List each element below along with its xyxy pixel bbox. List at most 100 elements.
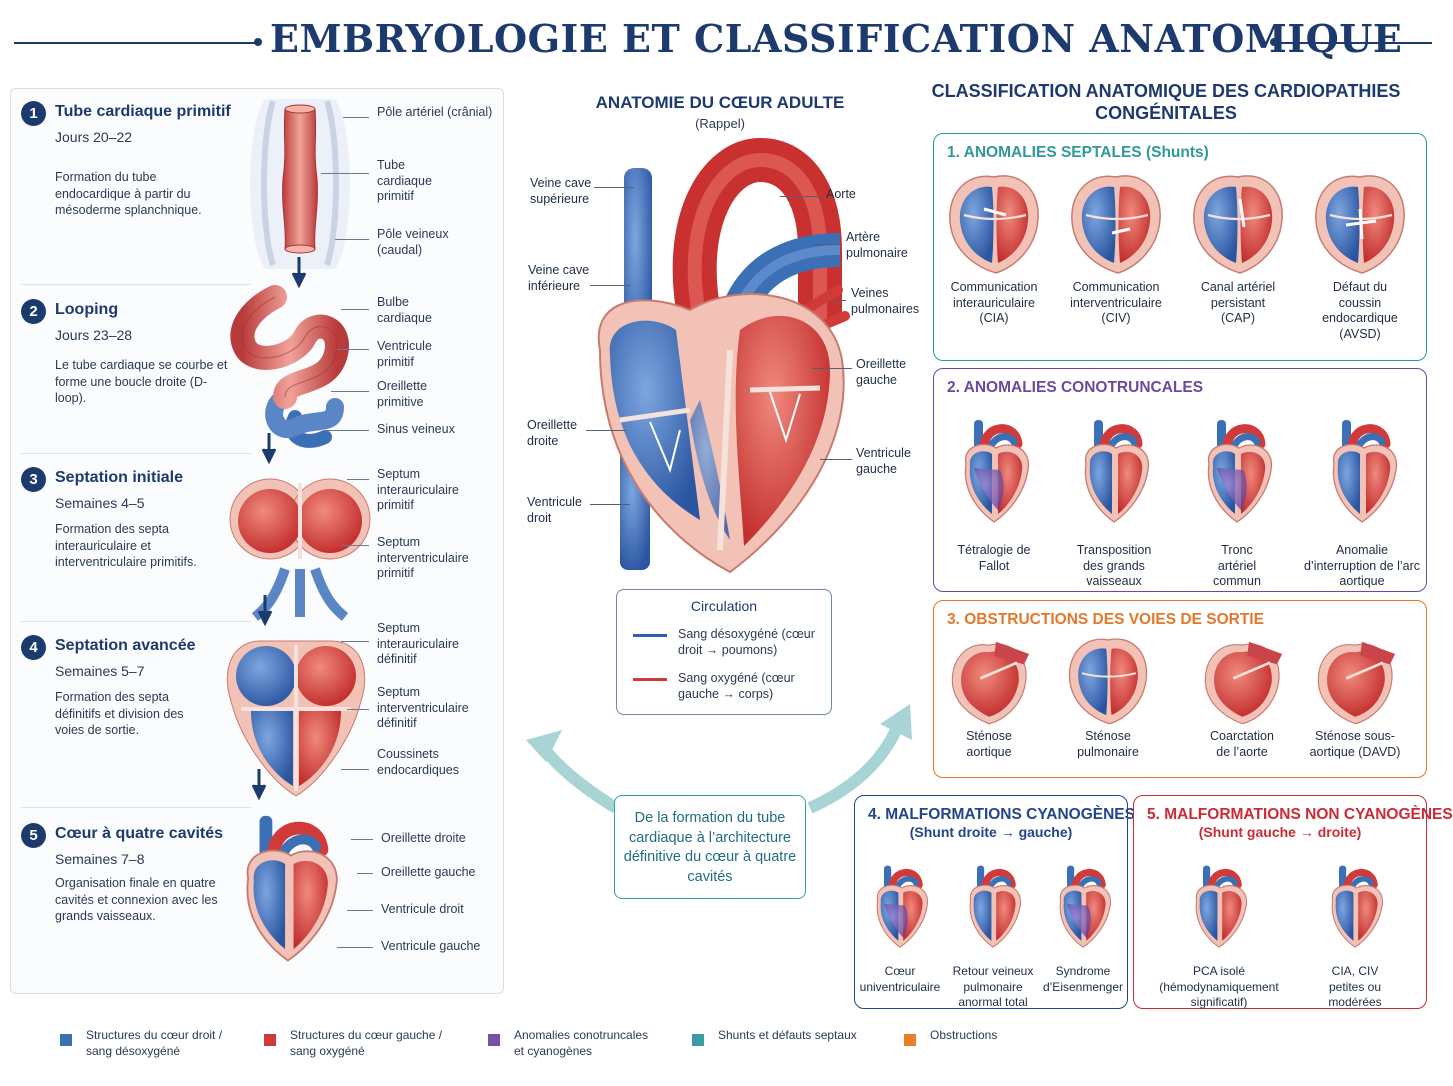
- label-septum-ia-definitif: Septum interauriculaire définitif: [377, 621, 459, 666]
- stage-4: 4 Septation avancée Semaines 5–7 Formati…: [11, 621, 505, 805]
- category-obstructions: 3. OBSTRUCTIONS DES VOIES DE SORTIE Stén…: [933, 600, 1427, 778]
- item-cia: Communication interauriculaire (CIA): [938, 168, 1050, 327]
- stage-date: Semaines 4–5: [55, 495, 145, 511]
- label-og-center: Oreillette gauche: [856, 357, 907, 387]
- center-subtitle: (Rappel): [695, 116, 745, 131]
- item-tgv: Transposition des grands vaisseaux: [1058, 403, 1170, 590]
- item-stenose-aortique: Sténose aortique: [938, 633, 1040, 760]
- category-title: 2. ANOMALIES CONOTRUNCALES: [947, 379, 1204, 396]
- adult-heart-illustration: [597, 137, 850, 574]
- stage-number: 1: [21, 101, 46, 126]
- arrow-down-icon: [251, 769, 267, 801]
- item-stenose-sous-aortique: Sténose sous-aortique (DAVD): [1300, 633, 1410, 760]
- label-coussinets: Coussinets endocardiques: [377, 747, 460, 777]
- stage-date: Semaines 7–8: [55, 851, 145, 867]
- title-rule-right: [1276, 42, 1432, 44]
- category-title: 4. MALFORMATIONS CYANOGÈNES: [868, 806, 1135, 823]
- stage-title: Tube cardiaque primitif: [55, 103, 231, 120]
- stage-date: Jours 20–22: [55, 129, 133, 145]
- category-title: 5. MALFORMATIONS NON CYANOGÈNES: [1147, 806, 1453, 823]
- category-title: 1. ANOMALIES SEPTALES (Shunts): [947, 144, 1209, 161]
- item-pca-isole: PCA isolé (hémodynamiquement significati…: [1144, 852, 1294, 1011]
- primitive-tube-illustration: [250, 99, 350, 269]
- item-avsd: Défaut du coussin endocardique (AVSD): [1304, 168, 1416, 342]
- label-vd-center: Ventricule droit: [527, 495, 582, 525]
- circulation-legend: Circulation Sang désoxygéné (cœur droit …: [616, 589, 832, 715]
- label-oreillette-primitive: Oreillette primitive: [377, 379, 428, 409]
- looping-illustration: [230, 285, 349, 448]
- label-ap: Artère pulmonaire: [846, 230, 908, 260]
- category-conotruncal: 2. ANOMALIES CONOTRUNCALES Tétralogie de…: [933, 368, 1427, 592]
- four-chamber-heart-illustration: [217, 801, 373, 981]
- label-vci: Veine cave inférieure: [528, 263, 590, 293]
- label-tube-primitif: Tube cardiaque primitif: [377, 158, 432, 203]
- formation-caption: De la formation du tube cardiaque à l’ar…: [614, 795, 806, 899]
- title-dot-right: [1270, 38, 1278, 46]
- stage-number: 2: [21, 299, 46, 324]
- stage-description: Le tube cardiaque se courbe et forme une…: [55, 358, 228, 405]
- stage-title: Septation initiale: [55, 469, 184, 486]
- title-rule-left: [14, 42, 258, 44]
- label-ventricule-primitif: Ventricule primitif: [377, 339, 432, 369]
- arrow-down-icon: [257, 595, 273, 627]
- stage-number: 3: [21, 467, 46, 492]
- item-rvpat: Retour veineux pulmonaire anormal total: [949, 852, 1037, 1011]
- item-civ: Communication interventriculaire (CIV): [1060, 168, 1172, 327]
- stage-title: Looping: [55, 301, 119, 318]
- item-coeur-univentriculaire: Cœur univentriculaire: [859, 852, 941, 995]
- item-eisenmenger: Syndrome d’Eisenmenger: [1041, 852, 1125, 995]
- label-bulbe: Bulbe cardiaque: [377, 295, 432, 325]
- item-coarctation: Coarctation de l’aorte: [1190, 633, 1294, 760]
- divider: [21, 807, 251, 808]
- stage-2: 2 Looping Jours 23–28 Le tube cardiaque …: [11, 285, 505, 455]
- category-subtitle: (Shunt gauche → droite): [1198, 824, 1362, 840]
- label-septum-iv-primitif: Septum interventriculaire primitif: [377, 535, 469, 580]
- label-septum-iv-definitif: Septum interventriculaire définitif: [377, 685, 469, 730]
- transition-arrows: [526, 704, 912, 814]
- label-od: Oreillette droite: [381, 831, 466, 845]
- classification-title: CLASSIFICATION ANATOMIQUE DES CARDIOPATH…: [931, 81, 1401, 123]
- divider: [21, 453, 251, 454]
- septation-initial-illustration: [229, 478, 371, 621]
- category-subtitle: (Shunt droite → gauche): [909, 824, 1073, 840]
- stage-description: Formation des septa définitifs et divisi…: [55, 690, 184, 737]
- label-sinus-veineux: Sinus veineux: [377, 422, 455, 436]
- title-dot-left: [254, 38, 262, 46]
- item-cia-civ: CIA, CIV petites ou modérées: [1300, 852, 1410, 1011]
- item-cap: Canal artériel persistant (CAP): [1184, 168, 1292, 327]
- stage-description: Organisation finale en quatre cavités et…: [55, 876, 218, 923]
- divider: [21, 621, 251, 622]
- stage-5: 5 Cœur à quatre cavités Semaines 7–8 Org…: [11, 811, 505, 993]
- stage-number: 5: [21, 823, 46, 848]
- label-vd: Ventricule droit: [381, 902, 464, 916]
- center-title: ANATOMIE DU CŒUR ADULTE: [595, 93, 845, 112]
- item-stenose-pulmonaire: Sténose pulmonaire: [1056, 633, 1160, 760]
- label-septum-ia-primitif: Septum interauriculaire primitif: [377, 467, 459, 512]
- stage-description: Formation du tube endocardique à partir …: [55, 170, 202, 217]
- arrow-down-icon: [261, 433, 277, 465]
- color-legend: Structures du cœur droit / sang désoxygé…: [0, 1028, 1448, 1068]
- category-septal: 1. ANOMALIES SEPTALES (Shunts) Communica…: [933, 133, 1427, 361]
- item-tac: Tronc artériel commun: [1182, 403, 1292, 590]
- label-pole-arteriel: Pôle artériel (crânial): [377, 105, 493, 119]
- septation-advanced-illustration: [226, 640, 366, 797]
- label-vp: Veines pulmonaires: [851, 286, 920, 316]
- stage-number: 4: [21, 635, 46, 660]
- label-od-center: Oreillette droite: [527, 418, 578, 448]
- arrow-down-icon: [291, 257, 307, 289]
- label-vg-center: Ventricule gauche: [856, 446, 911, 476]
- label-vcs: Veine cave supérieure: [530, 176, 592, 206]
- page-title: EMBRYOLOGIE ET CLASSIFICATION ANATOMIQUE: [270, 16, 1403, 61]
- stage-title: Septation avancée: [55, 637, 196, 654]
- stage-1: 1 Tube cardiaque primitif Jours 20–22 Fo…: [11, 89, 505, 284]
- stage-date: Semaines 5–7: [55, 663, 145, 679]
- category-non-cyanogenes: 5. MALFORMATIONS NON CYANOGÈNES (Shunt g…: [1133, 795, 1453, 1011]
- label-aorte: Aorte: [826, 187, 856, 201]
- category-cyanogenes: 4. MALFORMATIONS CYANOGÈNES (Shunt droit…: [854, 795, 1135, 1011]
- label-pole-veineux: Pôle veineux (caudal): [377, 227, 449, 257]
- stage-description: Formation des septa interauriculaire et …: [55, 522, 197, 569]
- category-title: 3. OBSTRUCTIONS DES VOIES DE SORTIE: [947, 611, 1264, 628]
- embryology-panel: 1 Tube cardiaque primitif Jours 20–22 Fo…: [10, 88, 504, 994]
- title-bar: EMBRYOLOGIE ET CLASSIFICATION ANATOMIQUE: [0, 14, 1448, 72]
- circulation-title: Circulation: [690, 598, 758, 614]
